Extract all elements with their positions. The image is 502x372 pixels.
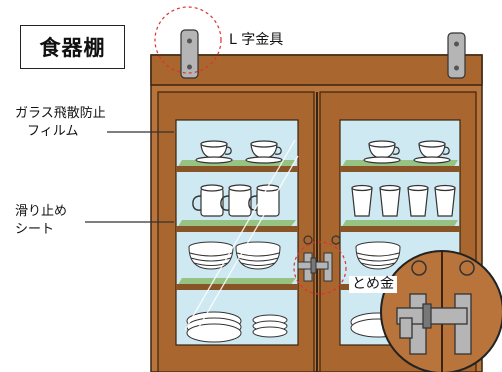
l-bracket-left <box>180 29 199 79</box>
door-latch <box>297 235 341 282</box>
bracket-label: L 字金具 <box>229 32 284 48</box>
sheet-label-line1: 滑り止め <box>15 204 68 219</box>
page-title: 食器棚 <box>39 36 106 60</box>
film-label-line2: フィルム <box>27 124 79 139</box>
latch-label: とめ金 <box>349 276 397 293</box>
film-label-line1: ガラス飛散防止 <box>15 106 106 121</box>
left-door-glass <box>175 119 299 346</box>
sheet-label-line2: シート <box>15 222 55 237</box>
l-bracket-right <box>447 32 466 79</box>
title-box: 食器棚 <box>20 25 125 69</box>
latch-highlight-circle <box>293 241 347 295</box>
latch-zoom-detail <box>380 250 502 372</box>
bracket-highlight-circle <box>154 6 222 74</box>
